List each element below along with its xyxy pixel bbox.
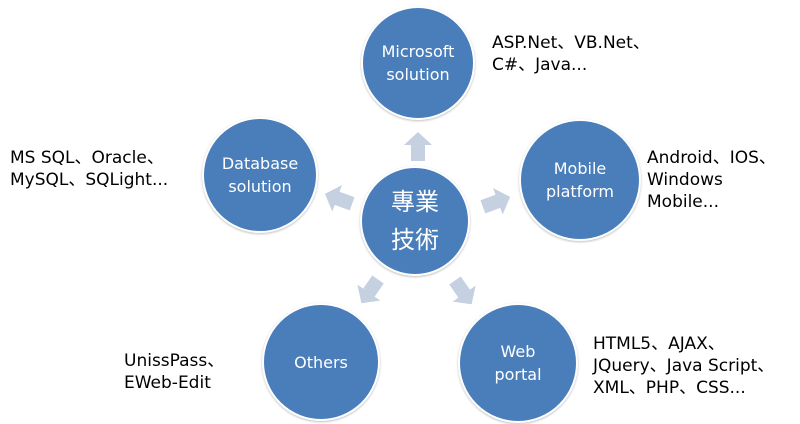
center-node: 專業 技術 xyxy=(360,166,470,276)
arrow-to-microsoft-icon xyxy=(404,132,432,161)
node-web: Web portal xyxy=(458,303,578,423)
desc-web-line-3: XML、PHP、CSS... xyxy=(593,378,746,398)
desc-database-line-1: MS SQL、Oracle、 xyxy=(10,148,164,168)
desc-mobile-line-1: Android、IOS、 xyxy=(647,148,776,168)
desc-others-line-2: EWeb-Edit xyxy=(124,373,211,393)
node-web-label-1: Web xyxy=(500,342,536,361)
desc-web-line-2: JQuery、Java Script、 xyxy=(593,356,775,376)
arrow-to-mobile-icon xyxy=(480,188,511,215)
node-database: Database solution xyxy=(202,117,318,233)
desc-mobile-line-2: Windows xyxy=(647,170,723,190)
node-others-label-1: Others xyxy=(294,352,348,372)
desc-others: UnissPass、 EWeb-Edit xyxy=(124,350,224,394)
node-web-label-2: portal xyxy=(494,365,542,384)
center-label-line-1: 專業 xyxy=(391,188,439,216)
node-mobile: Mobile platform xyxy=(519,119,641,241)
desc-mobile-line-3: Mobile... xyxy=(647,192,719,212)
desc-database-line-2: MySQL、SQLight... xyxy=(10,170,169,190)
desc-microsoft-line-1: ASP.Net、VB.Net、 xyxy=(492,33,650,53)
node-microsoft-label-1: Microsoft xyxy=(381,42,455,61)
node-database-label-2: solution xyxy=(228,177,292,196)
arrow-to-database-icon xyxy=(324,185,355,212)
desc-web-line-1: HTML5、AJAX、 xyxy=(593,334,725,354)
desc-others-line-1: UnissPass、 xyxy=(124,351,225,371)
desc-mobile: Android、IOS、 Windows Mobile... xyxy=(647,147,776,213)
node-microsoft: Microsoft solution xyxy=(361,6,475,120)
arrow-to-web-icon xyxy=(449,276,476,305)
node-database-label-1: Database xyxy=(221,154,299,173)
node-mobile-label-1: Mobile xyxy=(553,159,607,178)
desc-microsoft: ASP.Net、VB.Net、 C#、Java... xyxy=(492,32,650,76)
node-mobile-label-2: platform xyxy=(546,182,614,201)
arrow-to-others-icon xyxy=(357,275,384,304)
desc-database: MS SQL、Oracle、 MySQL、SQLight... xyxy=(10,147,168,191)
node-microsoft-label-2: solution xyxy=(386,65,450,84)
center-label-line-2: 技術 xyxy=(391,226,439,254)
desc-microsoft-line-2: C#、Java... xyxy=(492,55,588,75)
desc-web: HTML5、AJAX、 JQuery、Java Script、 XML、PHP、… xyxy=(593,333,774,399)
node-others: Others xyxy=(262,303,380,421)
